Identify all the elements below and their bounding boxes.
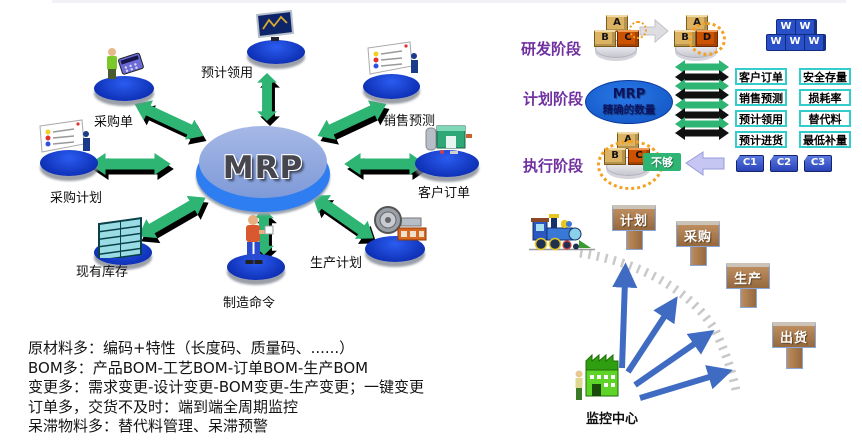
node-pedestal-sales-forecast bbox=[363, 74, 420, 99]
monitor-arrow-plan bbox=[612, 262, 638, 369]
milestone-sign-purchase: 采购 bbox=[676, 221, 720, 266]
container-tag-c1: C1 bbox=[736, 155, 764, 172]
plan-factor-cell: 客户订单 bbox=[735, 68, 787, 85]
note-line: 订单多，交货不及时：端到端全周期监控 bbox=[28, 397, 299, 416]
sign-board: 出货 bbox=[772, 322, 816, 348]
node-pedestal-purchase-order bbox=[94, 76, 154, 101]
chart-monitor-icon bbox=[255, 10, 295, 41]
mrp-plan-title: MRP bbox=[612, 87, 646, 102]
sign-post bbox=[785, 347, 803, 369]
mrp-hub: MRP bbox=[196, 126, 330, 212]
node-label-production-plan: 生产计划 bbox=[310, 256, 363, 271]
mrp-plan-subtitle: 精确的数量 bbox=[602, 104, 656, 116]
node-pedestal-production-plan bbox=[365, 236, 425, 262]
monitor-arrow-shipment bbox=[639, 365, 733, 401]
change-highlight-circle bbox=[629, 21, 647, 39]
monitoring-center-label: 监控中心 bbox=[586, 412, 639, 427]
bom-block-a: A bbox=[606, 15, 628, 32]
note-line: 原材料多：编码+特性（长度码、质量码、......） bbox=[28, 339, 355, 357]
note-line: BOM多：产品BOM-工艺BOM-订单BOM-生产BOM bbox=[28, 358, 369, 377]
plan-factor-cell: 预计领用 bbox=[735, 110, 787, 127]
plan-factor-cell: 安全存量 bbox=[799, 68, 851, 85]
sign-post bbox=[625, 230, 643, 250]
shortage-badge: 不够 bbox=[643, 153, 681, 171]
mrp-plan-ellipse: MRP 精确的数量 bbox=[585, 80, 673, 124]
plan-factor-cell: 预计进货 bbox=[735, 131, 787, 148]
sign-post bbox=[689, 246, 707, 266]
monitor-arrow-production bbox=[633, 329, 715, 388]
container-tag-c3: C3 bbox=[804, 155, 832, 172]
node-label-mfg-order: 制造命令 bbox=[223, 296, 276, 311]
node-label-sales-forecast: 销售预测 bbox=[383, 114, 436, 129]
milestone-sign-production: 生产 bbox=[726, 263, 770, 308]
node-pedestal-purchase-plan bbox=[40, 150, 98, 176]
plan-arrow-stack bbox=[675, 60, 729, 140]
node-label-purchase-order: 采购单 bbox=[94, 115, 134, 130]
plan-factor-cell: 替代料 bbox=[799, 110, 851, 127]
track-arc bbox=[579, 248, 742, 396]
node-label-forecast-issue: 预计领用 bbox=[201, 66, 254, 81]
plan-factors-grid: 客户订单 安全存量 销售预测 损耗率 预计领用 替代料 预计进货 最低补量 bbox=[735, 68, 851, 148]
milestone-sign-plan: 计划 bbox=[612, 205, 656, 250]
node-pedestal-customer-order bbox=[415, 150, 479, 177]
bom-block-b: B bbox=[594, 30, 616, 47]
plan-factor-cell: 损耗率 bbox=[799, 89, 851, 106]
pain-points-notes: 原材料多：编码+特性（长度码、质量码、......） BOM多：产品BOM-工艺… bbox=[28, 339, 424, 437]
container-tag-c2: C2 bbox=[770, 155, 798, 172]
train-icon bbox=[529, 214, 595, 251]
mrp-hub-face bbox=[199, 126, 327, 198]
material-w-cube: W bbox=[766, 34, 788, 51]
sign-board: 计划 bbox=[612, 205, 656, 231]
top-divider-line bbox=[52, 0, 846, 3]
mrp-hub-label: MRP bbox=[222, 150, 304, 186]
monitor-arrow-purchase bbox=[625, 296, 678, 374]
material-w-cube: W bbox=[804, 34, 826, 51]
monitoring-center-factory-icon bbox=[575, 353, 619, 400]
node-label-customer-order: 客户订单 bbox=[418, 186, 471, 201]
phase-label-exec: 执行阶段 bbox=[523, 157, 584, 175]
node-pedestal-mfg-order bbox=[227, 254, 285, 280]
sign-board: 采购 bbox=[676, 221, 720, 247]
node-label-purchase-plan: 采购计划 bbox=[50, 191, 103, 206]
phase-label-plan: 计划阶段 bbox=[523, 90, 584, 108]
phase-label-rd: 研发阶段 bbox=[521, 40, 582, 58]
sign-post bbox=[739, 288, 757, 308]
sign-board: 生产 bbox=[726, 263, 770, 289]
node-label-inventory: 现有库存 bbox=[76, 265, 129, 280]
change-highlight-circle bbox=[688, 22, 726, 56]
note-line: 呆滞物料多：替代料管理、呆滞预警 bbox=[28, 417, 269, 435]
plan-factor-cell: 最低补量 bbox=[799, 131, 851, 148]
shortage-feedback-arrow bbox=[685, 151, 725, 176]
plan-factor-cell: 销售预测 bbox=[735, 89, 787, 106]
note-line: 变更多：需求变更-设计变更-BOM变更-生产变更；一键变更 bbox=[28, 378, 425, 396]
milestone-sign-shipment: 出货 bbox=[772, 322, 816, 369]
node-pedestal-forecast-issue bbox=[247, 40, 305, 64]
